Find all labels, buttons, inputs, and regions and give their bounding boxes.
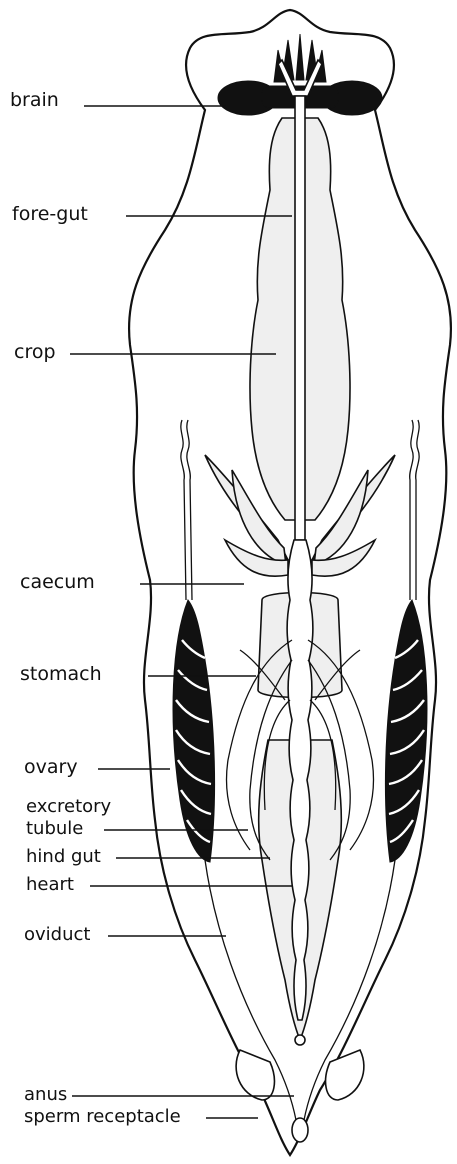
label-heart: heart [26, 874, 74, 895]
label-caecum: caecum [20, 571, 95, 593]
ovary-right [385, 600, 427, 862]
label-ovary: ovary [24, 756, 78, 778]
label-tubule: tubule [26, 818, 83, 839]
label-fore-gut: fore-gut [12, 203, 88, 225]
label-oviduct: oviduct [24, 924, 90, 945]
label-crop: crop [14, 341, 56, 363]
ovary-left [173, 600, 215, 862]
label-sperm-receptacle: sperm receptacle [24, 1106, 181, 1127]
anus-organ [295, 1035, 305, 1045]
label-stomach: stomach [20, 663, 102, 685]
fore-gut-tube [295, 96, 305, 540]
label-excretory: excretory [26, 796, 112, 817]
label-brain: brain [10, 89, 59, 111]
label-anus: anus [24, 1084, 67, 1105]
label-hind-gut: hind gut [26, 846, 101, 867]
